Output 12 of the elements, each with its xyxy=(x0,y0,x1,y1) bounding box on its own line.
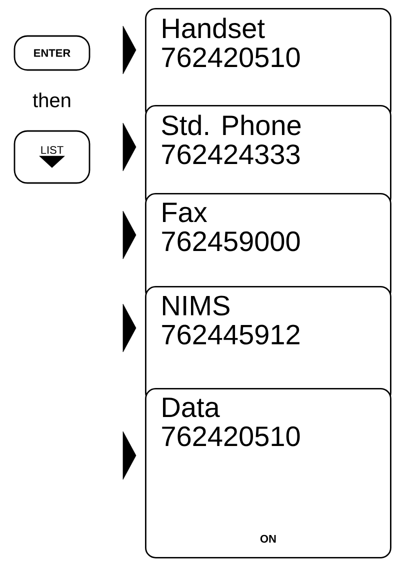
pointer-arrow xyxy=(122,304,136,352)
display-screen: Data 762420510 ON xyxy=(145,388,392,558)
node-label: 762445912 xyxy=(162,324,300,345)
enter-key: ENTER xyxy=(14,35,90,71)
pointer-arrow xyxy=(122,210,136,260)
node-label: 762424333 xyxy=(162,144,300,164)
pointer-arrow xyxy=(122,122,136,172)
pointer-arrow xyxy=(122,26,136,74)
pointer-arrow xyxy=(122,431,136,480)
node-label: 762459000 xyxy=(162,231,300,252)
instruction-text: then xyxy=(32,92,70,108)
list-key: LIST xyxy=(14,130,90,184)
